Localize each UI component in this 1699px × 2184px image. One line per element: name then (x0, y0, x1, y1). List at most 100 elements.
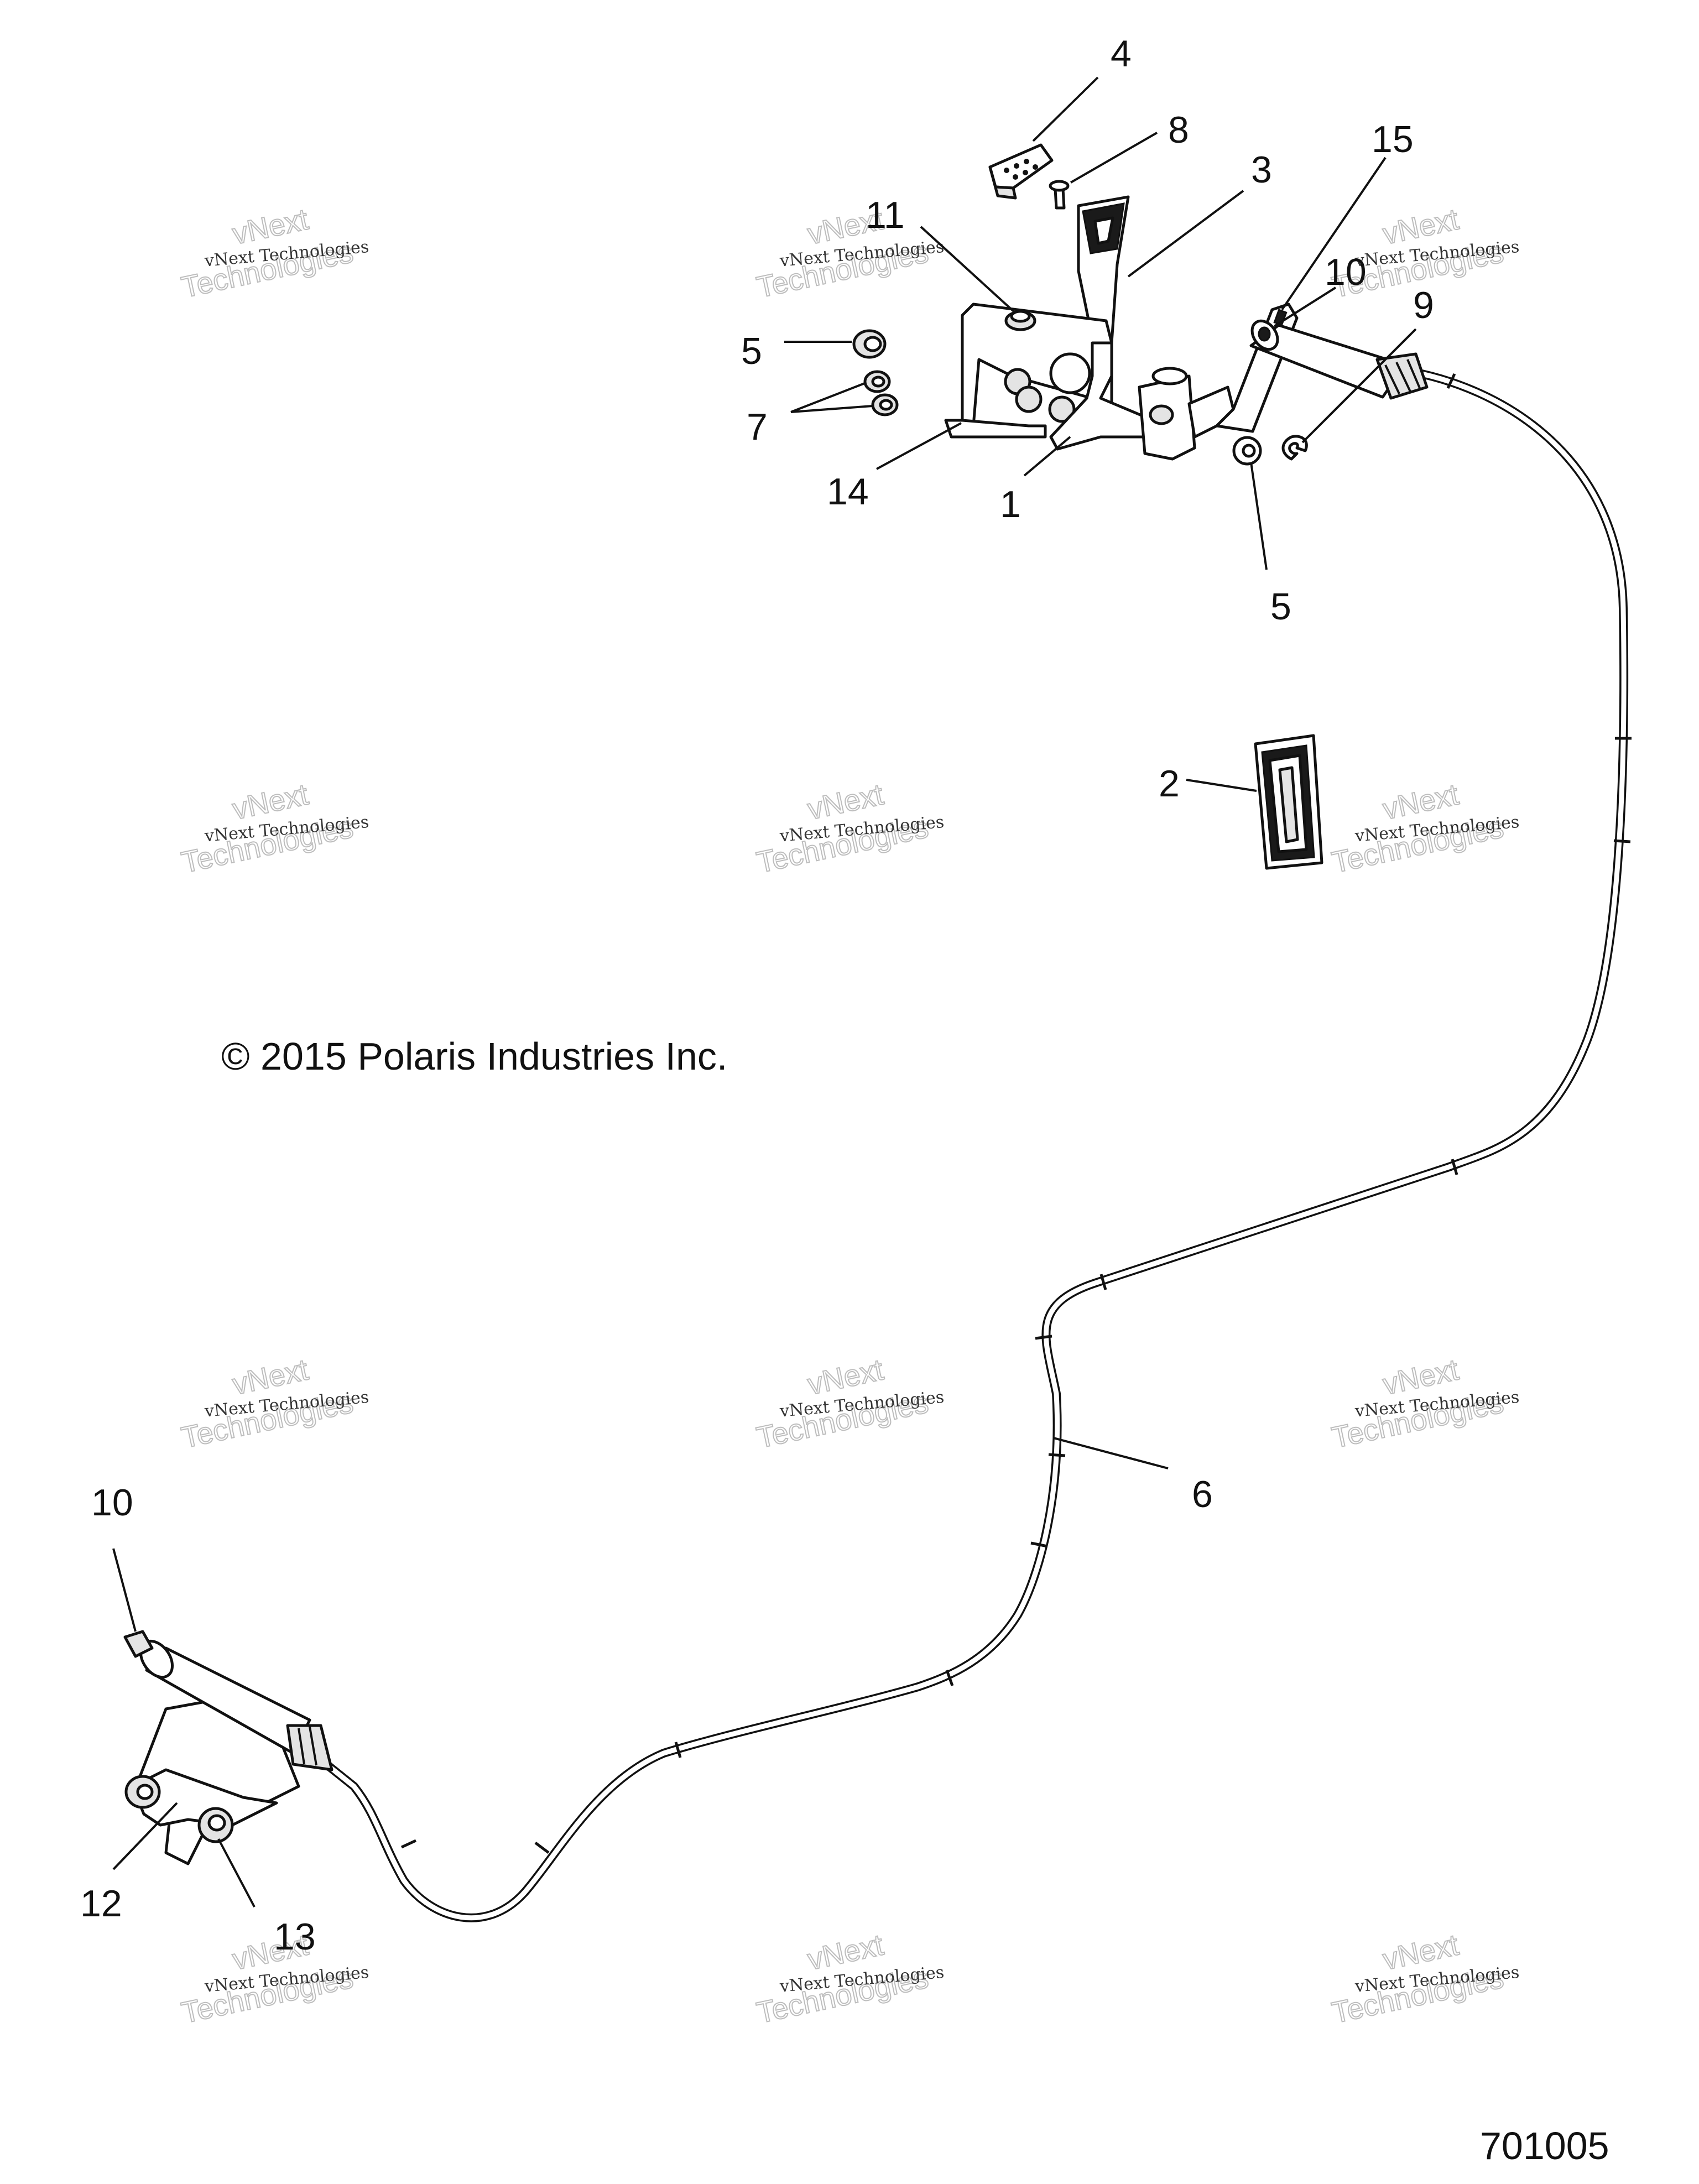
cable-ring (1099, 1274, 1107, 1290)
cable-inner (324, 368, 1627, 1921)
shift-lever (1049, 341, 1235, 461)
gate-slot (1024, 159, 1029, 164)
bracket-hole (1049, 352, 1091, 394)
watermark: vNext Technologies vNext Technologies (753, 777, 945, 880)
leader-5b (1250, 462, 1268, 570)
lower-end-nut (123, 1630, 154, 1658)
cable-ring (1035, 1335, 1052, 1340)
nut-top (1010, 310, 1031, 323)
cable-rings (400, 373, 1632, 1854)
cable-ring (1613, 839, 1631, 843)
callout-2: 2 (1159, 763, 1180, 805)
cable-ring (1451, 1159, 1458, 1175)
callout-14: 14 (827, 471, 869, 513)
cable-ring (400, 1839, 417, 1849)
callout-3: 3 (1251, 149, 1272, 191)
gate-slot (1013, 174, 1018, 180)
watermark: vNext Technologies vNext Technologies (1328, 1927, 1520, 2030)
gate-slot (1014, 163, 1019, 169)
gate-plate-side (988, 165, 1017, 200)
watermark: vNext Technologies vNext Technologies (178, 777, 370, 880)
watermark: vNext Technologies vNext Technologies (753, 1927, 945, 2030)
cable-ring (1446, 373, 1456, 389)
bushing-left (852, 329, 887, 359)
leader-10b (112, 1548, 137, 1632)
callout-1: 1 (1000, 483, 1021, 525)
callout-4: 4 (1111, 33, 1132, 75)
leader-9 (1301, 328, 1417, 444)
cable-ring (534, 1842, 550, 1854)
leader-1 (1023, 436, 1071, 477)
leader-13 (217, 1838, 256, 1907)
callout-6: 6 (1192, 1473, 1213, 1515)
callout-13: 13 (274, 1916, 316, 1958)
callout-9: 9 (1413, 284, 1434, 326)
callout-8: 8 (1168, 109, 1189, 151)
lower-nut-hole (136, 1784, 154, 1800)
boot-slot (1278, 766, 1299, 843)
gate-slot (1023, 170, 1028, 175)
e-clip (1281, 435, 1308, 461)
cable-ring (1048, 1453, 1066, 1457)
callout-12: 12 (80, 1883, 122, 1925)
pivot-bushing (1149, 404, 1174, 425)
lever-arm (1187, 385, 1235, 439)
bracket-nut (1004, 310, 1036, 331)
callout-5-left: 5 (741, 330, 762, 372)
cable-outer (322, 366, 1629, 1922)
leader-7b (790, 405, 873, 413)
cable-ring (945, 1670, 954, 1686)
shift-knob (1077, 195, 1130, 348)
callout-15: 15 (1372, 118, 1414, 160)
leader-3 (1127, 190, 1244, 278)
lower-fitting-thread (298, 1728, 305, 1765)
gate-slot (1004, 168, 1009, 173)
watermark: vNext Technologies vNext Technologies (1328, 1352, 1520, 1455)
callout-10-lower: 10 (91, 1482, 133, 1524)
watermark: vNext Technologies vNext Technologies (753, 202, 945, 305)
knob-top-inner (1093, 216, 1114, 245)
watermark: vNext Technologies vNext Technologies (178, 202, 370, 305)
bracket-stud (1015, 385, 1043, 413)
copyright-caption: © 2015 Polaris Industries Inc. (221, 1035, 727, 1078)
cable-ring (1030, 1541, 1048, 1548)
callout-10-upper: 10 (1325, 251, 1367, 293)
fitting-thread (1395, 362, 1411, 392)
callout-5-right: 5 (1270, 586, 1291, 628)
nut-hole (871, 376, 885, 388)
bushing-inner (863, 336, 882, 352)
bracket-foot (944, 419, 1047, 439)
lower-fitting (286, 1724, 333, 1771)
watermark: vNext Technologies vNext Technologies (178, 1352, 370, 1455)
leader-2 (1186, 779, 1257, 792)
leader-15 (1281, 157, 1387, 311)
screw-shank (1054, 187, 1066, 210)
gate-slots (1004, 159, 1038, 180)
cable-ring (674, 1742, 682, 1758)
lower-fitting-thread (309, 1726, 317, 1766)
leader-12 (112, 1802, 178, 1870)
leader-6 (1053, 1437, 1169, 1469)
fitting-thread (1406, 359, 1421, 390)
lever-shaft (1049, 341, 1158, 451)
lower-bolt-top (207, 1814, 226, 1832)
watermark: vNext Technologies vNext Technologies (753, 1352, 945, 1455)
pivot-top (1151, 367, 1188, 385)
callout-labels: 4 8 3 15 11 10 9 5 7 14 1 5 2 6 10 12 13 (80, 33, 1434, 1958)
shift-gate-plate (988, 143, 1054, 200)
leader-11 (920, 226, 1016, 314)
bracket-stud (1048, 395, 1076, 423)
fitting-thread (1384, 364, 1400, 394)
drawing-number: 701005 (1480, 2124, 1609, 2167)
nut-hole (879, 399, 893, 411)
shift-cable (322, 366, 1632, 1922)
washer-inner (1242, 444, 1256, 458)
gate-plate-top (988, 143, 1054, 190)
callout-11: 11 (866, 194, 905, 236)
screw (1049, 180, 1070, 210)
shift-boot (1254, 734, 1323, 870)
barrel-ball (1258, 326, 1271, 342)
clip (1281, 435, 1308, 461)
screw-head (1049, 180, 1070, 192)
